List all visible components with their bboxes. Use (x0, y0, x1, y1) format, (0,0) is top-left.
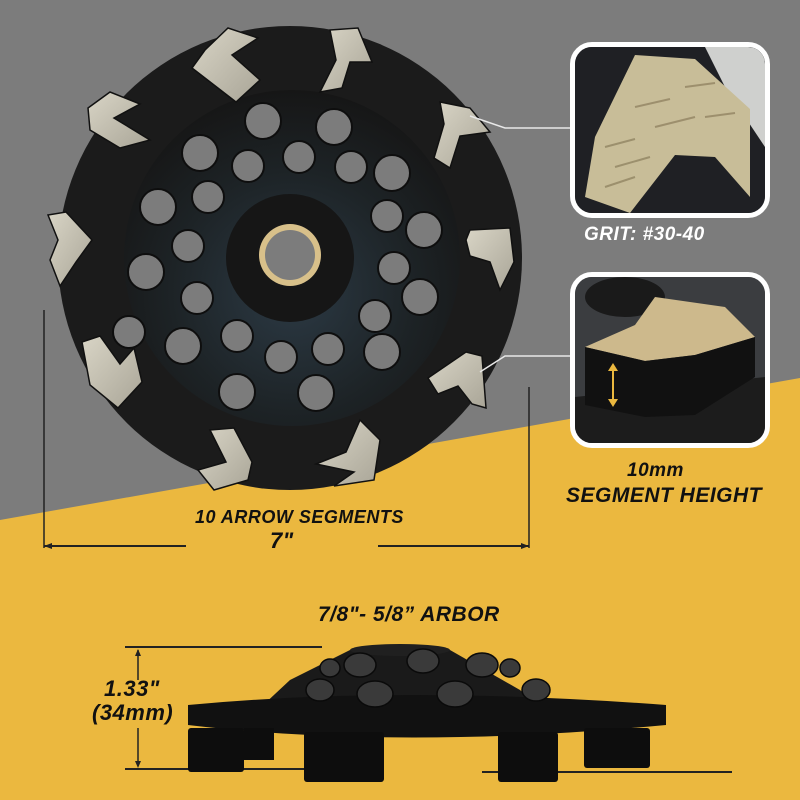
segment-height-value: 10mm (627, 460, 684, 481)
height-inch-label: 1.33" (104, 676, 160, 701)
segment-height-caption: SEGMENT HEIGHT (566, 484, 763, 507)
segment-height-inset (570, 272, 770, 448)
grit-label: GRIT: #30-40 (584, 224, 705, 245)
segment-height-image (575, 277, 765, 443)
arrow-segments-label: 10 ARROW SEGMENTS (195, 507, 404, 527)
diameter-label: 7" (270, 528, 294, 553)
segment-texture-image (575, 47, 765, 213)
arbor-label: 7/8"- 5/8” ARBOR (318, 603, 500, 626)
height-mm-label: (34mm) (92, 700, 174, 725)
grit-closeup-inset (570, 42, 770, 218)
